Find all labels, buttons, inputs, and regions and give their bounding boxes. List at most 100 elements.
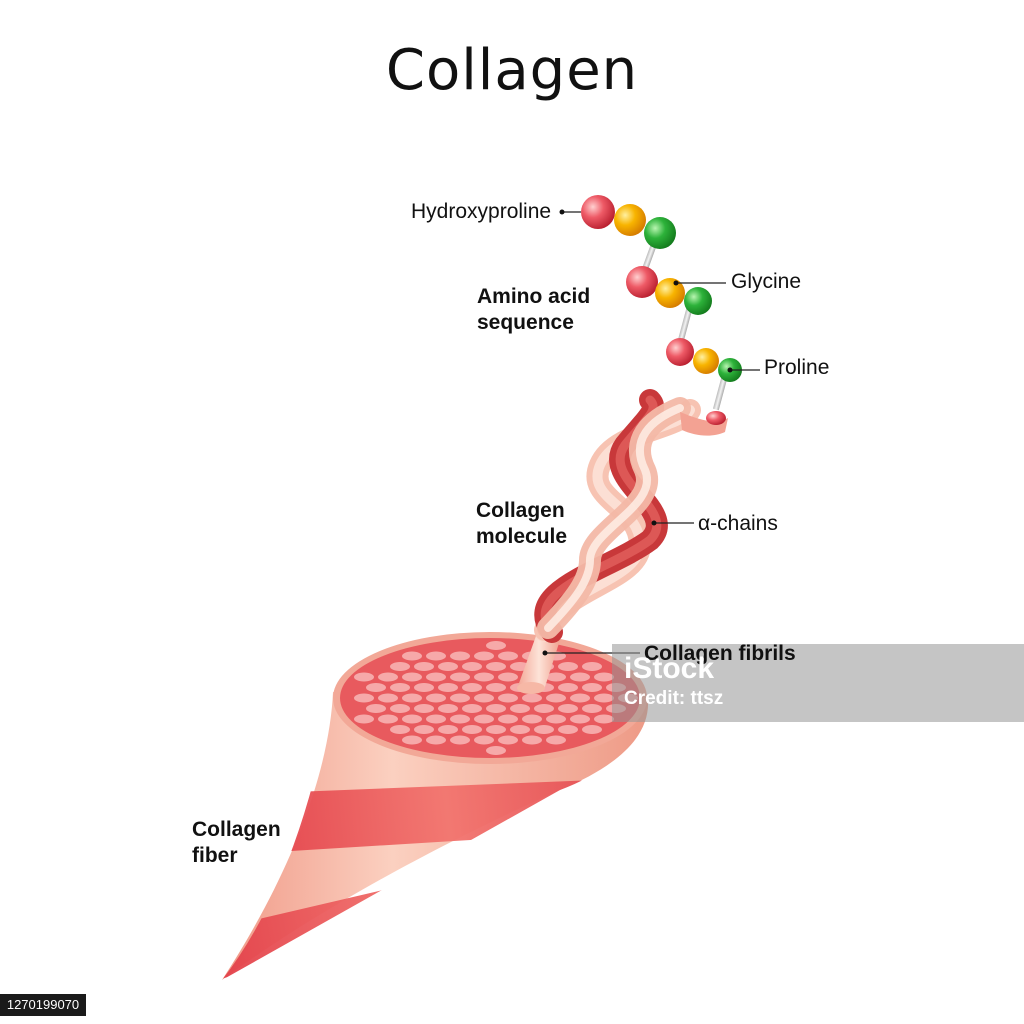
watermark-brand: iStock [624, 652, 715, 685]
amino-acid-chain [581, 195, 742, 411]
image-id: 1270199070 [0, 994, 86, 1016]
fibril-dot [582, 662, 602, 671]
fibril-dot [438, 704, 458, 713]
fibril-dot [354, 672, 374, 682]
fibril-dot [498, 651, 518, 661]
fibril-dot [426, 735, 446, 745]
fibril-dot [354, 714, 374, 724]
watermark-banner [612, 644, 1024, 722]
fibril-dot [378, 693, 398, 703]
fibril-dot [558, 725, 578, 734]
label-proline: Proline [764, 356, 830, 379]
fibril-dot [498, 693, 518, 703]
fibril-dot [522, 735, 542, 745]
fibril-dot [390, 704, 410, 713]
fibril-dot [558, 683, 578, 692]
fibril-dot [510, 704, 530, 713]
fibril-dot [390, 725, 410, 734]
fibril-dot [366, 704, 386, 713]
fibril-dot [498, 735, 518, 745]
glycine-sphere [644, 217, 676, 249]
fibril-dot [378, 672, 398, 682]
hydroxyproline-sphere [666, 338, 694, 366]
label-collagen-fiber: Collagen fiber [192, 818, 281, 867]
fibril-dot [390, 683, 410, 692]
fibril-dot [486, 725, 506, 734]
hydroxyproline-sphere [581, 195, 615, 229]
fibril-dot [390, 662, 410, 671]
fibril-dot [414, 704, 434, 713]
fibril-dot [534, 725, 554, 734]
fibril-dot [594, 672, 614, 682]
label-collagen-molecule: Collagen molecule [476, 499, 568, 548]
fibril-dot [510, 725, 530, 734]
glycine-sphere [684, 287, 712, 315]
fibril-dot [450, 714, 470, 724]
fibril-dot [378, 714, 398, 724]
fibril-dot [522, 693, 542, 703]
fibril-dot [462, 683, 482, 692]
fibril-dot [522, 714, 542, 724]
label-alpha-chains: α-chains [698, 512, 778, 535]
fibril-dot [582, 725, 602, 734]
fibril-dot [426, 651, 446, 661]
fibril-dot [426, 693, 446, 703]
hydroxyproline-sphere [626, 266, 658, 298]
label-glycine: Glycine [731, 270, 802, 293]
fibril-dot [414, 683, 434, 692]
fibril-dot [546, 735, 566, 745]
collagen-molecule-helix [534, 389, 728, 643]
proline-sphere [693, 348, 719, 374]
fibril-dot [426, 672, 446, 682]
fibril-dot [498, 672, 518, 682]
proline-sphere [614, 204, 646, 236]
fibril-dot [354, 693, 374, 703]
fibril-dot [546, 693, 566, 703]
fibril-dot [486, 704, 506, 713]
fibril-dot [462, 704, 482, 713]
fibril-dot [450, 693, 470, 703]
fibril-dot [486, 746, 506, 755]
fibril-dot [486, 662, 506, 671]
fibril-dot [462, 725, 482, 734]
fibril-dot [402, 693, 422, 703]
fibril-dot [486, 683, 506, 692]
fibril-dot [498, 714, 518, 724]
fibril-dot [486, 641, 506, 650]
watermark-credit: Credit: ttsz [624, 688, 724, 709]
fibril-dot [450, 651, 470, 661]
fibril-dot [366, 683, 386, 692]
fibril-dot [450, 672, 470, 682]
fibril-dot [582, 683, 602, 692]
fibril-dot [438, 683, 458, 692]
fibril-dot [414, 725, 434, 734]
label-hydroxyproline: Hydroxyproline [411, 200, 552, 223]
fibril-dot [462, 662, 482, 671]
fibril-dot [594, 693, 614, 703]
label-amino-acid-sequence: Amino acid sequence [477, 285, 591, 334]
proline-sphere [655, 278, 685, 308]
fibril-dot [558, 662, 578, 671]
fibril-dot [402, 672, 422, 682]
fibril-dot [426, 714, 446, 724]
fibril-dot [546, 672, 566, 682]
fibril-dot [402, 735, 422, 745]
fibril-dot [474, 714, 494, 724]
fibril-dot [534, 704, 554, 713]
fibril-dot [570, 714, 590, 724]
fibril-dot [450, 735, 470, 745]
fibril-dot [402, 714, 422, 724]
page-title: Collagen [385, 38, 639, 103]
fibril-dot [438, 662, 458, 671]
fibril-dot [582, 704, 602, 713]
fibril-dot [474, 672, 494, 682]
label-collagen-fibrils: Collagen fibrils [644, 642, 796, 665]
fibril-dot [474, 735, 494, 745]
fibril-dot [570, 672, 590, 682]
fibril-dot [594, 714, 614, 724]
fibril-dot [546, 714, 566, 724]
fibril-dot [402, 651, 422, 661]
fibril-dot [474, 651, 494, 661]
fibril-dot [438, 725, 458, 734]
